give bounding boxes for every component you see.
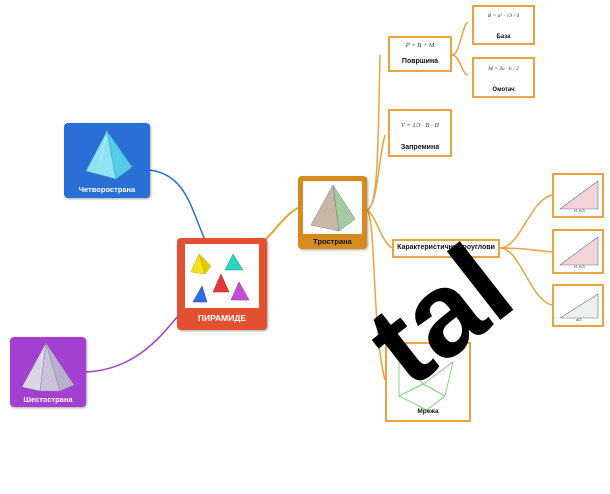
net-node[interactable]: Мрежа bbox=[385, 342, 471, 422]
central-node[interactable]: ПИРАМИДЕ bbox=[177, 238, 267, 330]
square-pyramid-icon bbox=[85, 130, 133, 180]
link-four-sided bbox=[149, 169, 206, 241]
central-image-panel bbox=[185, 244, 259, 308]
right-triangle-icon bbox=[559, 180, 599, 210]
four-sided-node[interactable]: Четворострана bbox=[64, 123, 150, 198]
trunk-right bbox=[366, 54, 393, 381]
pyramids-cluster-icon bbox=[190, 253, 250, 303]
area-node[interactable]: P = B + M Површина bbox=[388, 36, 452, 72]
base-node[interactable]: B = a² · √3 / 4 База bbox=[472, 5, 535, 45]
volume-formula: V = 1/3 · B · H bbox=[400, 122, 440, 129]
hexagonal-pyramid-icon bbox=[21, 342, 75, 392]
area-label: Површина bbox=[401, 58, 439, 65]
triangles-label: Карактеристични троуглови bbox=[397, 244, 495, 251]
thumb-2-caption: H, h/3 bbox=[574, 264, 585, 269]
triangle-thumb-1[interactable]: H, h/3 bbox=[552, 173, 604, 218]
thumb-3-caption: a/2 bbox=[576, 317, 582, 322]
branch-tri-out bbox=[499, 194, 553, 306]
connector-layer bbox=[84, 21, 553, 381]
six-sided-label: Шестострана bbox=[23, 395, 73, 404]
volume-node[interactable]: V = 1/3 · B · H Запремина bbox=[388, 109, 452, 157]
six-sided-node[interactable]: Шестострана bbox=[10, 337, 86, 407]
volume-label: Запремина bbox=[400, 144, 440, 151]
triangular-pyramid-icon bbox=[310, 184, 356, 232]
mantle-label: Омотач bbox=[492, 87, 515, 93]
area-formula: P = B + M bbox=[405, 42, 435, 49]
triangle-thumb-2[interactable]: H, h/3 bbox=[552, 229, 604, 274]
right-triangle-icon bbox=[558, 293, 599, 319]
link-tri bbox=[264, 207, 299, 241]
base-label: База bbox=[496, 34, 511, 40]
central-label: ПИРАМИДЕ bbox=[197, 313, 247, 323]
net-label: Мрежа bbox=[417, 408, 439, 415]
branch-area-out bbox=[451, 21, 469, 76]
thumb-1-caption: H, h/3 bbox=[574, 208, 585, 213]
tri-image-panel bbox=[303, 181, 362, 234]
four-sided-label: Четворострана bbox=[78, 185, 136, 194]
base-formula: B = a² · √3 / 4 bbox=[487, 13, 520, 19]
mantle-node[interactable]: M = 3a · h / 2 Омотач bbox=[472, 57, 535, 98]
link-six-sided bbox=[84, 307, 186, 373]
mantle-formula: M = 3a · h / 2 bbox=[488, 66, 519, 72]
triangle-thumb-3[interactable]: a/2 bbox=[552, 284, 604, 327]
tri-node[interactable]: Тространа bbox=[298, 176, 367, 249]
tri-label: Тространа bbox=[313, 237, 352, 246]
pyramid-net-icon bbox=[398, 352, 454, 411]
triangles-node[interactable]: Карактеристични троуглови bbox=[392, 239, 500, 258]
right-triangle-icon bbox=[559, 236, 599, 266]
